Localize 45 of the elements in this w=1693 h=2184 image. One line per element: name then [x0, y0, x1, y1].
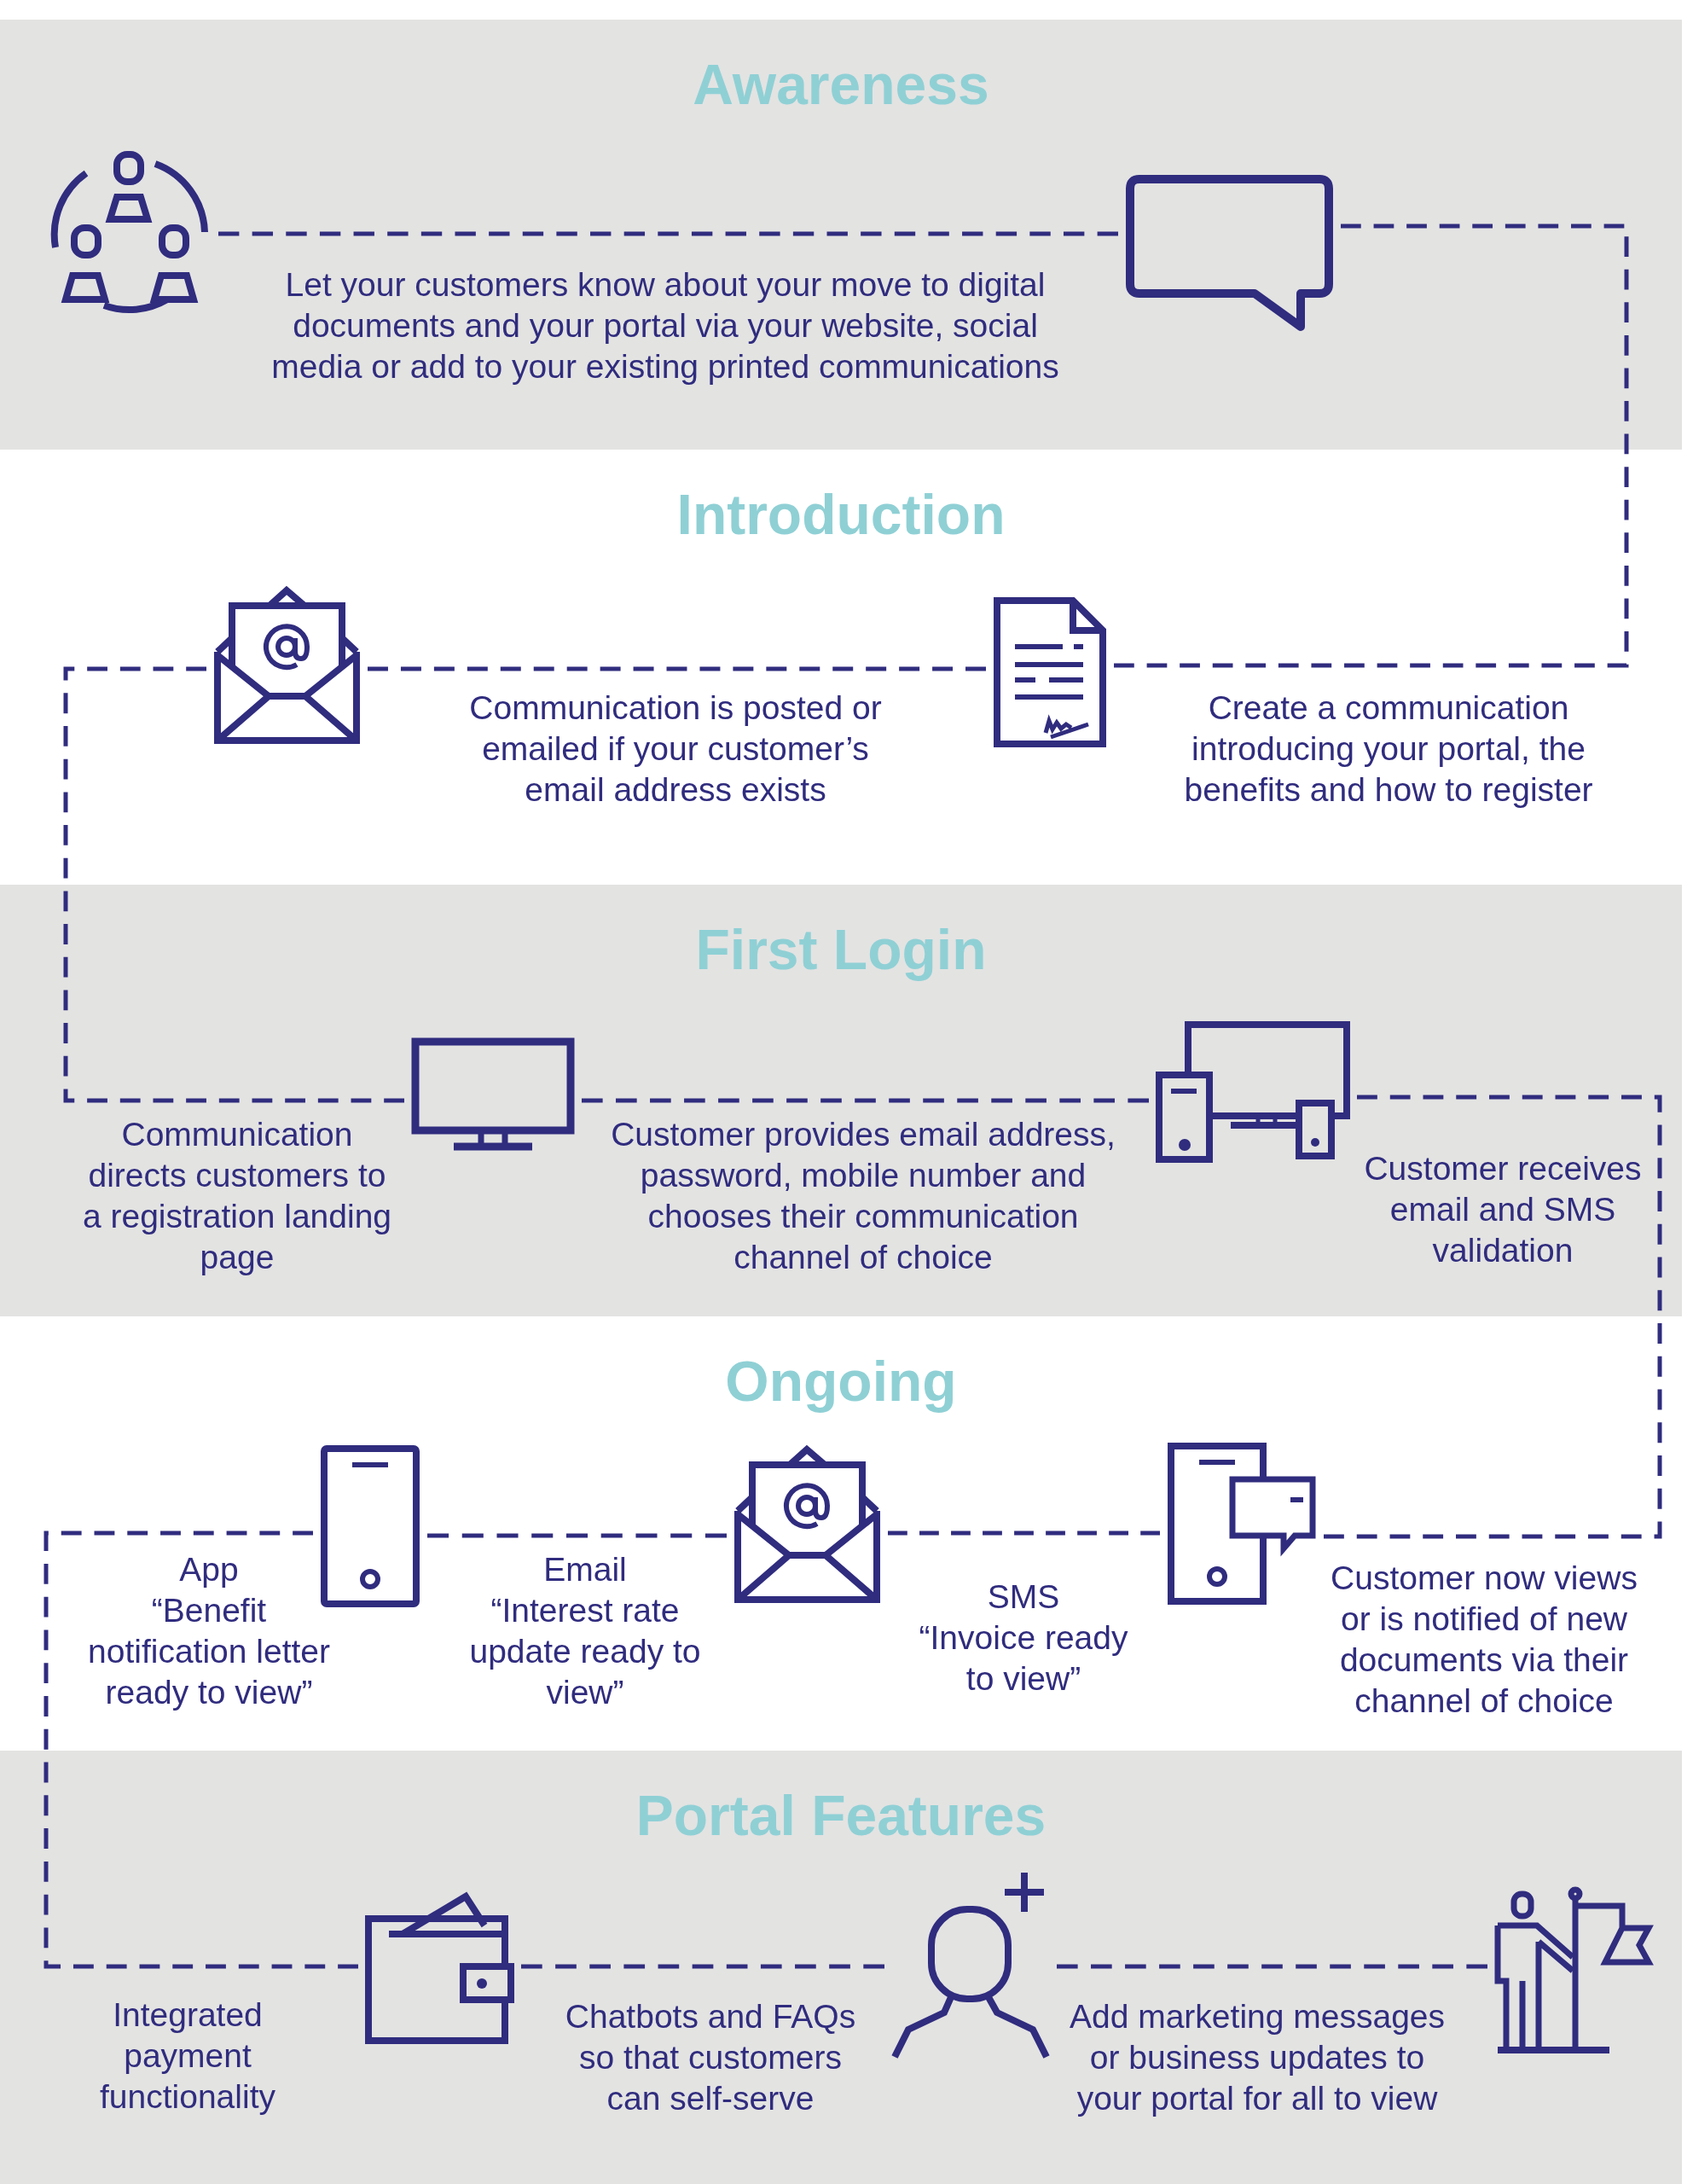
dashed-connector	[888, 1531, 1160, 1536]
dashed-connector	[63, 666, 404, 1103]
channel-label: Email	[543, 1550, 627, 1589]
step-description: Communication directs customers to a registration landing page	[81, 1115, 393, 1277]
step-description: Add marketing messages or business updates to your portal for all to view	[1068, 1997, 1446, 2118]
section-band	[0, 20, 1682, 450]
message-quote: “Invoice ready to view”	[918, 1618, 1129, 1699]
dashed-connector	[521, 1964, 884, 1969]
step-description: Communication is posted or emailed if your customer’s email address exists	[468, 688, 883, 810]
dashed-connector	[368, 666, 986, 671]
dashed-connector	[582, 1098, 1149, 1103]
dashed-connector	[43, 1531, 358, 1969]
channel-label: App	[179, 1550, 239, 1589]
section-band	[0, 885, 1682, 1316]
wallet-icon	[365, 1891, 514, 2044]
section-heading: Awareness	[693, 52, 989, 117]
step-description: Customer provides email address, password, mobile number and chooses their communication channel of choice	[610, 1115, 1116, 1277]
monitor-icon	[411, 1037, 575, 1152]
dashed-connector	[1114, 224, 1629, 668]
dashed-connector	[1057, 1964, 1487, 1969]
dashed-connector	[1324, 1095, 1662, 1539]
envelope-icon	[213, 585, 361, 745]
document-icon	[993, 596, 1107, 748]
section-heading: First Login	[695, 917, 987, 982]
section-heading: Portal Features	[635, 1783, 1047, 1848]
person-with-flag-icon	[1494, 1887, 1654, 2054]
message-quote: “Benefit notification letter ready to view”	[87, 1591, 331, 1712]
speech-bubble-icon	[1125, 174, 1334, 332]
dashed-connector	[218, 231, 1118, 236]
message-quote: “Interest rate update ready to view”	[468, 1591, 702, 1712]
envelope-icon	[733, 1444, 881, 1604]
phone-message-icon	[1167, 1442, 1317, 1606]
phone-icon	[320, 1444, 420, 1608]
step-description: Customer receives email and SMS validation	[1363, 1149, 1643, 1270]
step-description: Create a communication introducing your portal, the benefits and how to register	[1183, 688, 1594, 810]
step-description: Chatbots and FAQs so that customers can self-serve	[564, 1997, 857, 2118]
channel-label: SMS	[987, 1577, 1060, 1617]
step-description: Let your customers know about your move to digital documents and your portal via your website, social media or add to your existing printed communications	[270, 265, 1060, 386]
section-band	[0, 1751, 1682, 2184]
section-heading: Ongoing	[725, 1349, 957, 1414]
dashed-connector	[427, 1533, 727, 1538]
section-heading: Introduction	[676, 482, 1006, 547]
step-description: Customer now views or is notified of new documents via their channel of choice	[1330, 1559, 1638, 1721]
devices-icon	[1156, 1021, 1350, 1163]
step-description: Integrated payment functionality	[99, 1995, 276, 2117]
